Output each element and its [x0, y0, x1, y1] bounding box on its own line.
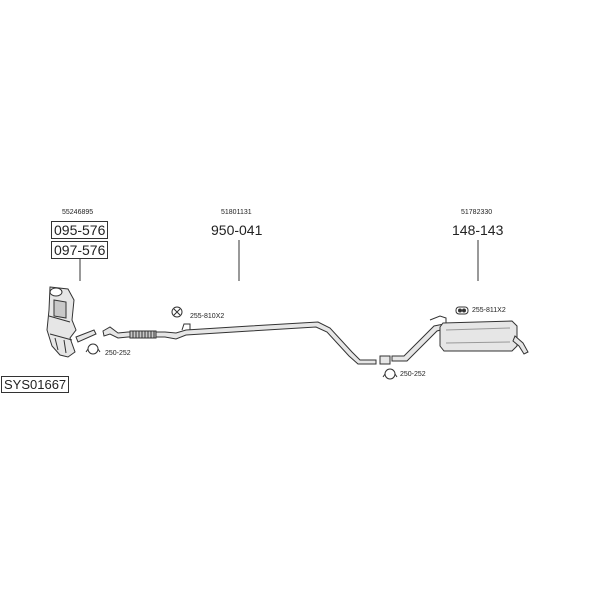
- oem-number-mid-pipe: 51801131: [221, 209, 252, 216]
- system-code-label: SYS01667: [1, 376, 70, 393]
- catalytic-converter: [46, 286, 77, 358]
- rubber-hanger-icon: [171, 306, 183, 318]
- rear-silencer: [391, 315, 529, 362]
- accessory-label-clamp-rear[interactable]: 250-252: [400, 371, 426, 378]
- accessory-label-hanger-rear[interactable]: 255-811X2: [472, 307, 506, 314]
- part-number-mid-pipe[interactable]: 950-041: [211, 222, 263, 238]
- rubber-hanger-icon: [455, 306, 469, 315]
- accessory-label-hanger-front[interactable]: 255-810X2: [190, 313, 225, 320]
- part-number-catalyst-a[interactable]: 095-576: [51, 221, 109, 239]
- part-number-catalyst-b[interactable]: 097-576: [51, 241, 109, 259]
- oem-number-catalyst: 55246895: [62, 209, 94, 216]
- part-number-rear-silencer[interactable]: 148-143: [452, 222, 504, 238]
- clamp-icon: [382, 368, 398, 380]
- middle-pipe: [102, 321, 391, 365]
- oem-number-rear-silencer: 51782330: [461, 209, 493, 216]
- accessory-label-clamp-front[interactable]: 250-252: [105, 350, 131, 357]
- catalyst-outlet-pipe: [75, 329, 97, 343]
- clamp-icon: [85, 343, 101, 355]
